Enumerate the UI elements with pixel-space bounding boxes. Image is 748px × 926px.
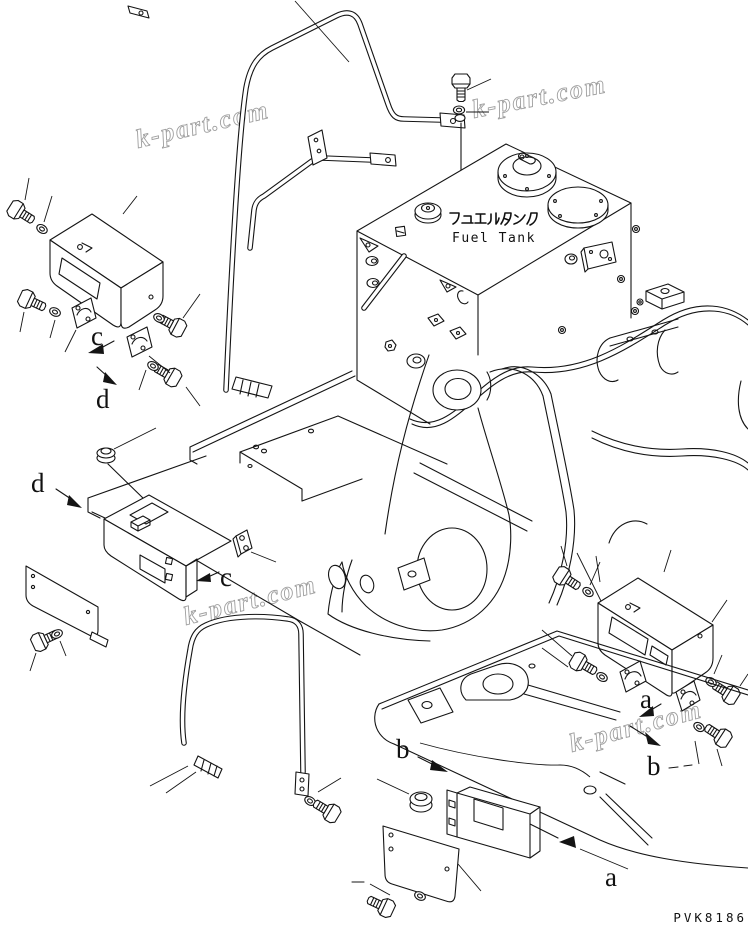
service-cover xyxy=(548,187,608,228)
view-label-c: c xyxy=(91,321,103,351)
tank-right-bracket xyxy=(559,226,640,334)
view-label-d: d xyxy=(31,468,45,498)
drawing-code: PVK8186 xyxy=(673,910,747,925)
hinge-part xyxy=(233,530,276,562)
view-label-b: b xyxy=(396,734,410,764)
watermark-text: k-part.com xyxy=(133,95,272,154)
mount-bracket-box xyxy=(447,787,540,858)
left-cover-assembly: c d xyxy=(4,178,200,414)
rod-end-tab xyxy=(128,6,149,18)
large-handrail xyxy=(128,1,465,398)
small-cap xyxy=(415,203,441,223)
right-cover-assembly: a b xyxy=(542,546,748,781)
tank-label-en: Fuel Tank xyxy=(452,231,536,246)
filler-cap xyxy=(498,153,556,197)
handrail-end-bracket xyxy=(295,772,309,796)
watermark-top-right: k-part.com xyxy=(469,69,609,124)
tray-assembly: d c xyxy=(26,428,276,671)
clamp-bracket-right xyxy=(127,327,170,373)
clamp-bracket-right xyxy=(676,681,700,711)
fuel-tank: Fuel Tank xyxy=(357,144,640,424)
grommet xyxy=(377,779,432,812)
tank-label-ja xyxy=(450,213,537,225)
support-rod xyxy=(250,130,396,248)
rod-flat-end xyxy=(370,153,396,166)
side-plate xyxy=(26,566,108,647)
rod-bracket xyxy=(308,130,327,165)
handrail-foot-pad xyxy=(232,377,272,398)
main-frame xyxy=(326,284,748,641)
clamp-bracket-left xyxy=(65,298,96,352)
tank-side-fittings xyxy=(360,238,468,368)
clamp-bracket-left xyxy=(620,661,646,692)
watermark-top-left: k-part.com xyxy=(132,94,272,154)
handrail-foot-pad xyxy=(194,756,222,778)
view-label-b: b xyxy=(647,751,661,781)
bottom-plate xyxy=(383,826,481,902)
small-handrail xyxy=(150,617,344,826)
view-label-a: a xyxy=(640,684,652,714)
view-label-a: a xyxy=(605,862,617,892)
view-label-d: d xyxy=(96,384,110,414)
view-label-c: c xyxy=(220,562,232,592)
bottom-frame: b a xyxy=(352,631,748,920)
watermark-text: k-part.com xyxy=(470,69,609,123)
